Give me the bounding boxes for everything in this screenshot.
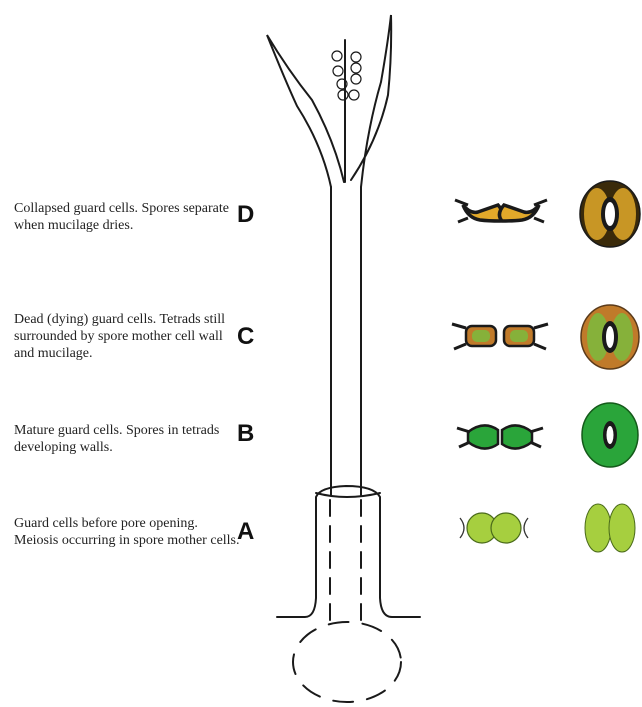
stage-c-surface-view	[581, 305, 639, 369]
capsule-valve-right	[351, 15, 391, 187]
stage-b-guard-cell-left	[468, 425, 498, 448]
involucre-rim	[316, 493, 380, 497]
stage-c-cross-section	[452, 324, 548, 349]
stage-a-surface-view	[585, 504, 635, 552]
spore	[332, 51, 342, 61]
spore-cluster	[332, 51, 361, 100]
spore	[351, 63, 361, 73]
stage-b-cross-section	[457, 425, 543, 448]
spore	[351, 52, 361, 62]
stage-d-cross-section	[455, 200, 547, 222]
stage-d-guard-cell-right	[499, 205, 539, 221]
spore	[333, 66, 343, 76]
stage-d-surface-view	[580, 181, 640, 247]
sporophyte-drawing	[267, 15, 420, 702]
stage-a-guard-cell-right	[609, 504, 635, 552]
stage-b-surface-view	[582, 403, 638, 467]
involucre-outline	[277, 486, 420, 617]
stage-a-guard-cell-left	[585, 504, 611, 552]
spore	[351, 74, 361, 84]
spore	[349, 90, 359, 100]
stage-d-guard-cell-left	[463, 205, 503, 221]
spore	[338, 90, 348, 100]
stage-a-guard-cell-right	[491, 513, 521, 543]
sporophyte-foot	[293, 622, 401, 702]
stage-a-cross-section	[460, 513, 528, 543]
stage-b-guard-cell-right	[502, 425, 532, 448]
